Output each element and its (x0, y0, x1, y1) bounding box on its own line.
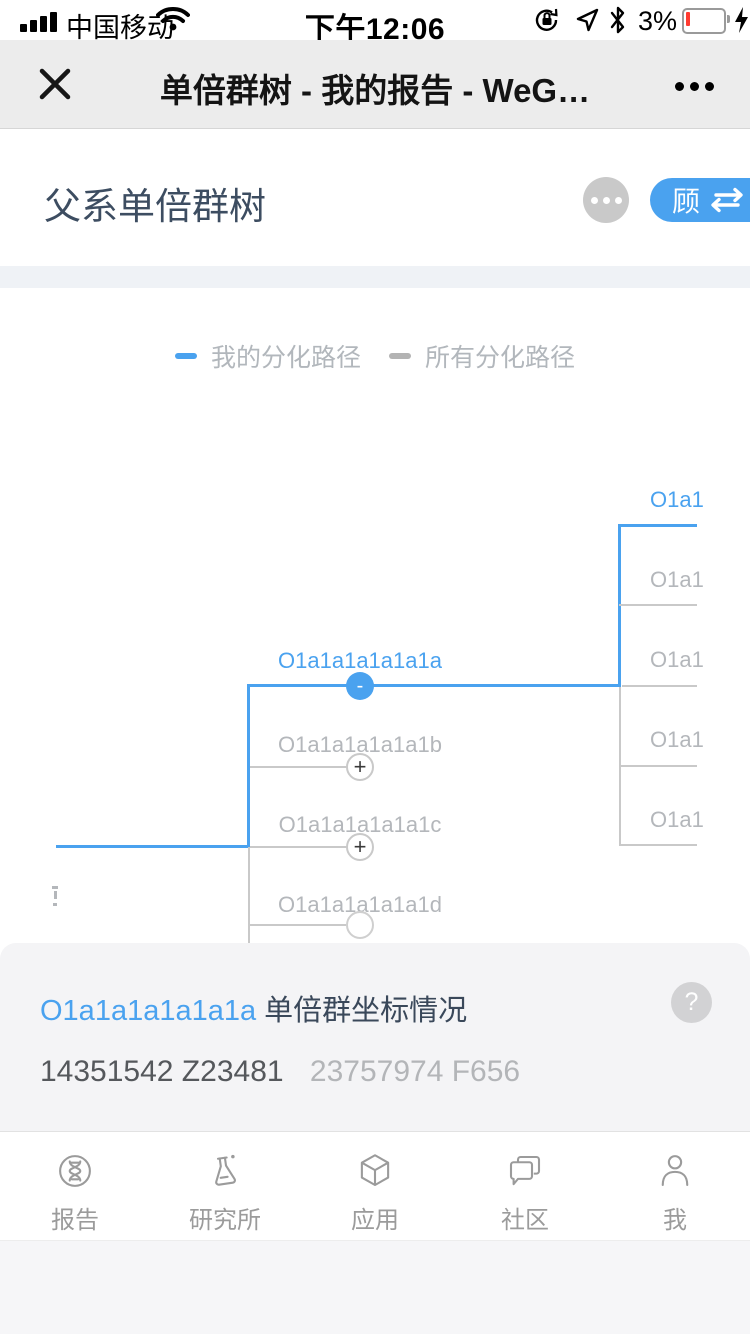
help-button[interactable]: ? (671, 982, 712, 1023)
tab-label: 社区 (501, 1207, 549, 1234)
tree-edge (622, 685, 697, 687)
tree-edge (619, 765, 697, 767)
tree-node[interactable]: O1a1a1a1a1a1c (278, 812, 442, 837)
tab-reports[interactable]: 报告 (0, 1132, 150, 1240)
more-menu-button[interactable] (672, 78, 717, 96)
all-paths-dash-icon (389, 353, 411, 359)
tree-edge (250, 766, 347, 768)
tree-node-clipped[interactable]: O1a1 (650, 487, 704, 512)
tree-edge-my-path (247, 684, 620, 687)
tab-apps[interactable]: 应用 (300, 1132, 450, 1240)
wifi-icon (156, 6, 190, 37)
leaf-node-circle[interactable] (346, 911, 374, 939)
tree-edge (250, 924, 346, 926)
chat-bubbles-icon (509, 1155, 541, 1186)
coordinates-secondary: 23757974 F656 (309, 1055, 521, 1088)
coordinates-primary: 14351542 Z23481 (40, 1055, 284, 1088)
tree-edge (619, 844, 697, 846)
tree-edge (248, 847, 250, 943)
battery-percent: 3% (638, 6, 678, 36)
cube-icon (360, 1154, 390, 1187)
tab-label: 报告 (51, 1207, 99, 1234)
swap-icon (711, 187, 743, 213)
ellipsis-icon (672, 78, 717, 95)
my-path-label: 我的分化路径 (210, 344, 361, 372)
rotation-lock-icon (533, 6, 561, 39)
my-path-dash-icon (174, 353, 197, 359)
tree-legend: 我的分化路径 所有分化路径 (0, 338, 750, 374)
tree-node[interactable]: O1a1a1a1a1a1b (278, 732, 442, 757)
flask-icon (215, 1154, 236, 1186)
ellipsis-icon (590, 196, 622, 204)
bluetooth-icon (608, 5, 628, 40)
section-divider-strip (0, 266, 750, 288)
legend-my-path: 我的分化路径 (174, 338, 361, 374)
sheet-title-suffix: 单倍群坐标情况 (256, 995, 468, 1027)
tab-community[interactable]: 社区 (450, 1132, 600, 1240)
tab-label: 研究所 (189, 1207, 261, 1234)
legend-all-paths: 所有分化路径 (389, 338, 575, 374)
tree-node-clipped[interactable]: O1a1 (650, 727, 704, 752)
all-paths-label: 所有分化路径 (425, 344, 576, 372)
close-button[interactable] (33, 62, 77, 111)
sheet-title: O1a1a1a1a1a1a 单倍群坐标情况 (40, 987, 467, 1029)
user-name-label: 顾 (672, 186, 701, 217)
charging-bolt-icon (733, 6, 750, 39)
user-switch-button[interactable]: 顾 (650, 178, 750, 222)
expand-node-button[interactable]: + (346, 833, 374, 861)
dna-report-icon (59, 1155, 91, 1187)
tree-node-clipped[interactable]: O1a1 (650, 807, 704, 832)
app-tab-bar: 报告 研究所 应用 (0, 1131, 750, 1240)
tree-edge-my-path (247, 684, 250, 848)
tree-node-clipped[interactable]: O1a1 (650, 647, 704, 672)
person-icon (661, 1155, 689, 1187)
tree-edge-my-path (618, 524, 697, 527)
tree-node-selected[interactable]: O1a1a1a1a1a1a (278, 648, 442, 673)
tree-edge-my-path (56, 845, 250, 848)
question-mark-icon: ? (684, 988, 699, 1016)
tab-label: 我 (663, 1207, 687, 1234)
page-title: 父系单倍群树 (44, 186, 266, 227)
browser-toolbar (0, 1240, 750, 1334)
tree-edge (250, 846, 347, 848)
collapse-node-button[interactable]: - (346, 672, 374, 700)
browser-nav-bar: 单倍群树 - 我的报告 - WeG… (0, 40, 750, 129)
tab-label: 应用 (351, 1207, 399, 1234)
haplogroup-tree-canvas[interactable]: O1a1a1a1a1a1a - O1a1a1a1a1a1b + O1a1a1a1… (0, 288, 750, 943)
browser-page-title: 单倍群树 - 我的报告 - WeG… (159, 72, 591, 109)
coordinates-row: 14351542 Z23481 23757974 F656 (40, 1055, 520, 1089)
tree-edge (619, 604, 697, 606)
clipped-node-fragment (52, 886, 60, 908)
haplogroup-info-sheet: O1a1a1a1a1a1a 单倍群坐标情况 ? 14351542 Z23481 … (0, 943, 750, 1131)
close-icon (39, 68, 71, 100)
tree-node-clipped[interactable]: O1a1 (650, 567, 704, 592)
report-options-button[interactable] (583, 177, 629, 223)
haplogroup-name: O1a1a1a1a1a1a (40, 995, 257, 1027)
carrier-label: 中国移动 (66, 13, 174, 43)
tab-research[interactable]: 研究所 (150, 1132, 300, 1240)
expand-node-button[interactable]: + (346, 753, 374, 781)
location-icon (574, 7, 600, 38)
status-bar: 中国移动 下午12:06 3% (0, 0, 750, 46)
tab-me[interactable]: 我 (600, 1132, 750, 1240)
